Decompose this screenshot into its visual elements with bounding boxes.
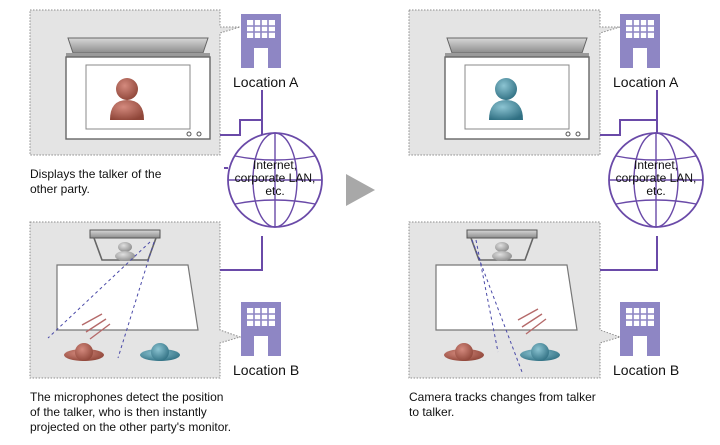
microphone-icon-right (517, 308, 547, 335)
location-a-label-right: Location A (613, 74, 679, 90)
talker-red-icon (110, 78, 144, 120)
participant-blue (140, 343, 180, 361)
location-b-label: Location B (233, 362, 300, 378)
location-b-label-right: Location B (613, 362, 680, 378)
building-icon-location-a-right (619, 13, 661, 69)
caption-camera-tracks: Camera tracks changes from talker to tal… (409, 390, 596, 419)
location-a-label: Location A (233, 74, 299, 90)
participant-red (64, 343, 104, 361)
building-icon-location-b-right (619, 301, 661, 357)
caption-displays-talker: Displays the talker of the other party. (30, 167, 162, 196)
participant-red-right (444, 343, 484, 361)
caption-microphones-detect: The microphones detect the position of t… (30, 390, 232, 434)
network-label: Internet, corporate LAN, etc. (234, 158, 316, 198)
right-panel (408, 9, 704, 379)
participant-blue-right (520, 343, 560, 361)
building-icon-location-a (240, 13, 282, 69)
microphone-icon (81, 313, 111, 340)
talker-blue-icon (489, 78, 523, 120)
network-label-right: Internet, corporate LAN, etc. (615, 158, 697, 198)
left-panel (29, 9, 323, 379)
building-icon-location-b (240, 301, 282, 357)
arrow-right-icon (346, 174, 375, 206)
